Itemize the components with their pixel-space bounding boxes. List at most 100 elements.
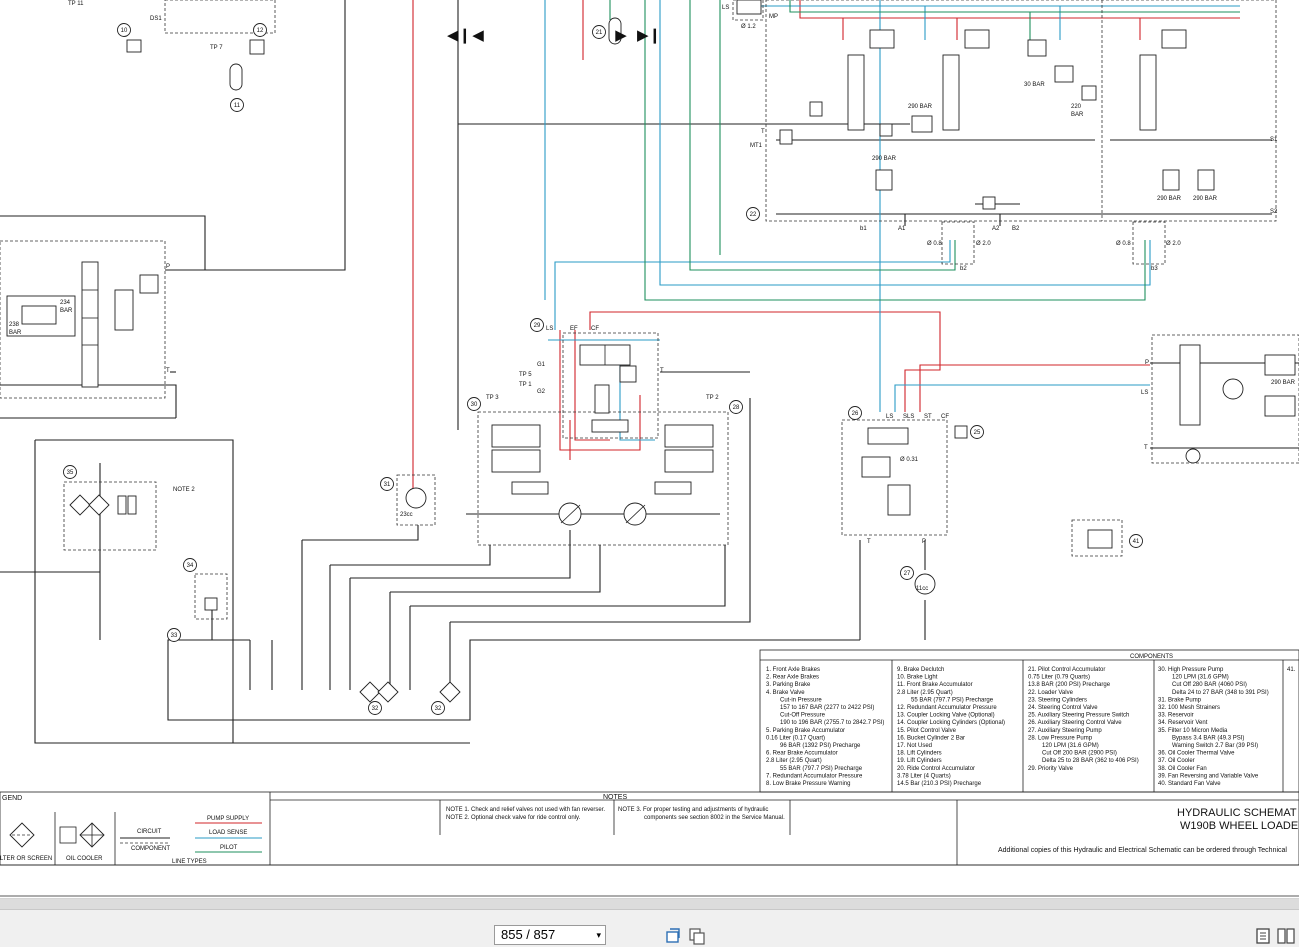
component-entry: Cut Off 200 BAR (2900 PSI) — [1042, 751, 1117, 757]
component-entry: 8. Low Brake Pressure Warning — [766, 781, 850, 787]
callout-number: 12 — [257, 28, 264, 34]
label-d08-b: Ø 0.8 — [1116, 241, 1131, 247]
sheet-title-line2: W190B WHEEL LOADE — [1180, 820, 1298, 832]
label-b2: B2 — [1012, 226, 1020, 232]
label-s1: S1 — [1270, 137, 1278, 143]
component-entry: 11. Front Brake Accumulator — [897, 682, 973, 688]
legend-pump-supply: PUMP SUPPLY — [207, 816, 249, 822]
component-entry: 26. Auxiliary Steering Control Valve — [1028, 720, 1122, 726]
component-entry: 28. Low Pressure Pump — [1028, 735, 1093, 741]
callout-circle — [970, 425, 984, 439]
callout-circle — [900, 566, 914, 580]
callout-circle — [530, 318, 544, 332]
callout-number: 11 — [234, 103, 241, 109]
label-220-bar: BAR — [1071, 112, 1084, 118]
callout-circle — [117, 23, 131, 37]
label-t-loader: T — [761, 129, 765, 135]
component-entry: Cut Off 280 BAR (4060 PSI) — [1172, 682, 1247, 688]
single-page-view-icon[interactable] — [1254, 927, 1272, 945]
component-entry: 22. Loader Valve — [1028, 690, 1074, 696]
note-3b: components see section 8002 in the Servi… — [644, 815, 785, 821]
copies-note: Additional copies of this Hydraulic and … — [998, 847, 1287, 854]
component-entry: 2. Rear Axle Brakes — [766, 675, 819, 681]
callout-number: 33 — [171, 633, 178, 639]
components-col5: 41. — [1287, 667, 1296, 673]
component-entry: Warning Switch 2.7 Bar (39 PSI) — [1172, 743, 1258, 749]
component-entry: 16. Bucket Cylinder 2 Bar — [897, 735, 965, 741]
label-mp: MP — [769, 14, 778, 20]
callout-circle — [380, 477, 394, 491]
legend-title: GEND — [2, 795, 22, 802]
label-sls: SLS — [903, 414, 914, 420]
component-entry: 4. Brake Valve — [766, 690, 805, 696]
label-ef: EF — [570, 326, 578, 332]
legend-pilot: PILOT — [220, 845, 238, 851]
label-b2-port: b2 — [960, 266, 967, 272]
component-entry: 3.78 Liter (4 Quarts) — [897, 773, 951, 779]
first-page-button[interactable]: ◀❙ — [447, 27, 472, 44]
label-234-bar: BAR — [60, 308, 73, 314]
label-t-left: T — [166, 368, 170, 374]
black-lines — [0, 0, 1299, 744]
callout-circle — [230, 98, 244, 112]
label-d08-a: Ø 0.8 — [927, 241, 942, 247]
label-s2: S2 — [1270, 209, 1278, 215]
next-page-button[interactable]: ▶ — [615, 27, 627, 44]
component-entry: 55 BAR (797.7 PSI) Precharge — [780, 766, 863, 772]
label-d20-b: Ø 2.0 — [1166, 241, 1181, 247]
component-entry: 32. 100 Mesh Strainers — [1158, 705, 1220, 711]
component-entry: 27. Auxiliary Steering Pump — [1028, 728, 1102, 734]
viewer-toolbar — [0, 898, 1299, 947]
component-entry: 12. Redundant Accumulator Pressure — [897, 705, 997, 711]
legend-line-types: LINE TYPES — [172, 859, 207, 865]
components-title: COMPONENTS — [1130, 654, 1173, 660]
two-page-view-icon[interactable] — [1277, 927, 1295, 945]
callout-number: 10 — [121, 28, 128, 34]
rotate-view-icon[interactable] — [664, 927, 682, 945]
label-d20-a: Ø 2.0 — [976, 241, 991, 247]
label-290bar-e: 290 BAR — [1271, 380, 1296, 386]
label-note2: NOTE 2 — [173, 487, 195, 493]
note-3a: NOTE 3. For proper testing and adjustmen… — [618, 807, 768, 813]
notes-title: NOTES — [603, 794, 627, 801]
component-entry: 38. Oil Cooler Fan — [1158, 766, 1207, 772]
label-tp3: TP 3 — [486, 395, 499, 401]
component-entry: 157 to 167 BAR (2277 to 2422 PSI) — [780, 705, 874, 711]
callout-circle — [729, 400, 743, 414]
component-entry: 34. Reservoir Vent — [1158, 720, 1208, 726]
component-entry: 0.16 Liter (0.17 Quart) — [766, 735, 825, 741]
component-entry: 13. Coupler Locking Valve (Optional) — [897, 713, 995, 719]
component-entry: 55 BAR (797.7 PSI) Precharge — [911, 697, 994, 703]
note-2: NOTE 2. Optional check valve for ride co… — [446, 815, 581, 821]
valve-symbols — [6, 0, 1296, 611]
component-entry: 23. Steering Cylinders — [1028, 697, 1087, 703]
component-entry: 36. Oil Cooler Thermal Valve — [1158, 751, 1235, 757]
title-block: GEND NOTES NOTE 1. Check and relief valv… — [0, 791, 1299, 897]
label-ls-prio: LS — [546, 326, 553, 332]
callout-circle — [592, 25, 606, 39]
component-entry: 13.8 BAR (200 PSI) Precharge — [1028, 682, 1111, 688]
last-page-button[interactable]: ▶❙ — [637, 27, 662, 44]
previous-page-button[interactable]: ◀ — [472, 27, 484, 44]
component-entry: 17. Not Used — [897, 743, 932, 749]
label-g2: G2 — [537, 389, 546, 395]
label-11cc: 11cc — [916, 586, 928, 592]
page-number-select[interactable]: 855 / 857 ▾ — [494, 925, 606, 945]
label-ls-top: LS — [722, 5, 729, 11]
label-220: 220 — [1071, 104, 1082, 110]
component-entry: 37. Oil Cooler — [1158, 758, 1195, 764]
callout-circle — [746, 207, 760, 221]
label-tp7: TP 7 — [210, 45, 223, 51]
toolbar-strip — [0, 899, 1299, 910]
pilot-lines — [609, 0, 1240, 301]
label-t-prio: T — [660, 368, 664, 374]
callout-number: 27 — [904, 571, 911, 577]
callout-number: 34 — [187, 563, 194, 569]
component-entry: 2.8 Liter (2.95 Quart) — [897, 690, 953, 696]
component-entry: 31. Brake Pump — [1158, 697, 1202, 703]
label-tp11: TP 11 — [68, 1, 84, 7]
copy-page-icon[interactable] — [688, 927, 706, 945]
component-entry: 190 to 196 BAR (2755.7 to 2842.7 PSI) — [780, 720, 884, 726]
